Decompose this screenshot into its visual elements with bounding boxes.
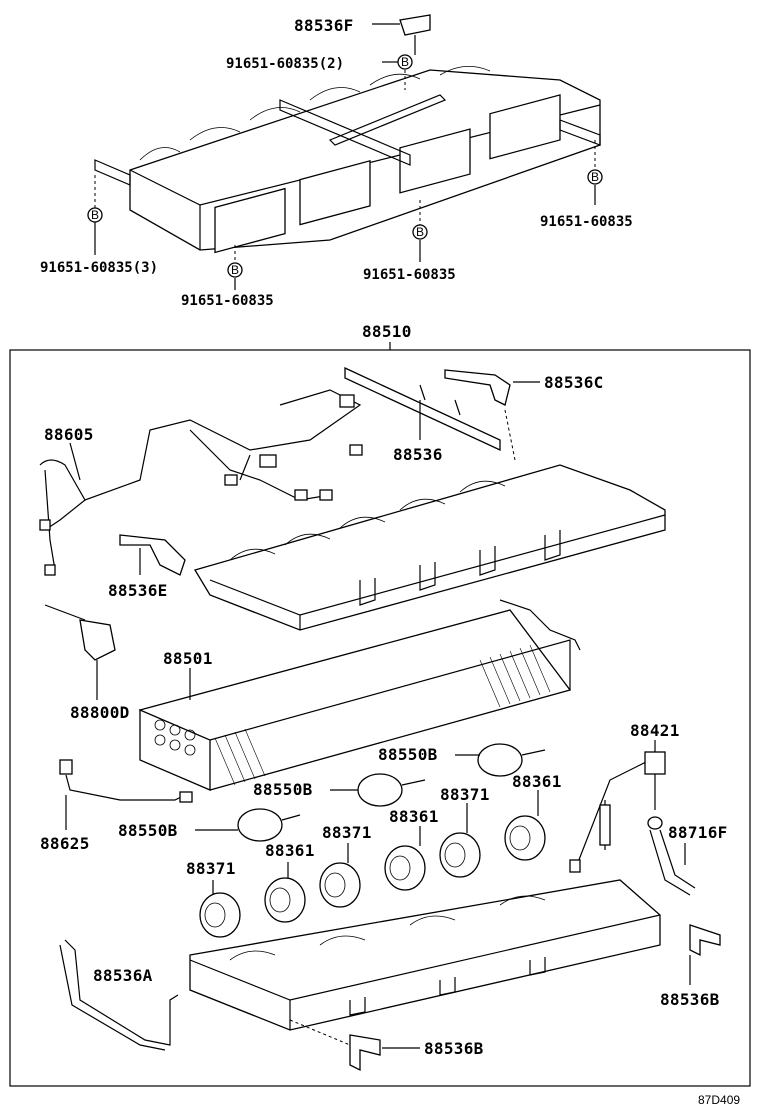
bolt-marker: B [227, 262, 243, 278]
svg-text:B: B [231, 263, 239, 277]
label-88501: 88501 [163, 649, 213, 668]
label-91651-60835-3: 91651-60835(3) [40, 260, 158, 276]
label-88550B: 88550B [253, 780, 313, 799]
label-88800D: 88800D [70, 703, 130, 722]
blower-fan [384, 845, 426, 891]
label-88550B: 88550B [118, 821, 178, 840]
bolt-marker: B [587, 169, 603, 185]
wire-88625 [59, 759, 193, 803]
label-88536B: 88536B [424, 1039, 484, 1058]
label-88536A: 88536A [93, 966, 153, 985]
illustration-code: 87D409 [698, 1093, 740, 1107]
bracket-88536 [344, 366, 501, 452]
thermistor-88800D [44, 604, 116, 661]
blower-fan [199, 892, 241, 938]
wire-harness-88605 [39, 389, 363, 576]
label-88421: 88421 [630, 721, 680, 740]
blower-motor [237, 808, 301, 842]
evaporator-88501 [138, 599, 581, 791]
blower-motor [477, 743, 546, 777]
label-88361: 88361 [512, 772, 562, 791]
label-88536C: 88536C [544, 373, 604, 392]
label-88625: 88625 [40, 834, 90, 853]
bolt-marker: B [397, 54, 413, 70]
label-88371: 88371 [440, 785, 490, 804]
bracket-88536C [444, 369, 511, 406]
label-88361: 88361 [389, 807, 439, 826]
bracket-88536B [349, 1034, 381, 1072]
label-91651-60835: 91651-60835 [363, 267, 456, 283]
label-91651-60835: 91651-60835 [540, 214, 633, 230]
label-88716F: 88716F [668, 823, 728, 842]
bolt-marker: B [87, 207, 103, 223]
blower-fan [319, 862, 361, 908]
label-91651-60835: 91651-60835 [181, 293, 274, 309]
svg-text:B: B [401, 55, 409, 69]
blower-fan [264, 877, 306, 923]
label-88536: 88536 [393, 445, 443, 464]
bracket-88536A [59, 939, 179, 1051]
label-88371: 88371 [186, 859, 236, 878]
label-88510: 88510 [362, 322, 412, 341]
air-duct [194, 464, 666, 631]
label-88536E: 88536E [108, 581, 168, 600]
label-88371: 88371 [322, 823, 372, 842]
bracket-88536B [689, 924, 721, 957]
expansion-valve-88421 [569, 751, 666, 873]
svg-text:B: B [416, 225, 424, 239]
label-88536F: 88536F [294, 16, 354, 35]
blower-fan [439, 832, 481, 878]
svg-text:B: B [91, 208, 99, 222]
assembly-frame-88510 [9, 349, 751, 1087]
label-91651-60835-2: 91651-60835(2) [226, 56, 344, 72]
label-88605: 88605 [44, 425, 94, 444]
label-88361: 88361 [265, 841, 315, 860]
svg-text:B: B [591, 170, 599, 184]
lower-housing [189, 879, 661, 1031]
label-88536B: 88536B [660, 990, 720, 1009]
pipe-88716F [647, 816, 696, 896]
blower-motor [357, 773, 426, 807]
upper-duct-assembly [94, 14, 601, 254]
bolt-marker: B [412, 224, 428, 240]
bracket-88536E [119, 534, 186, 576]
label-88550B: 88550B [378, 745, 438, 764]
blower-fan [504, 815, 546, 861]
